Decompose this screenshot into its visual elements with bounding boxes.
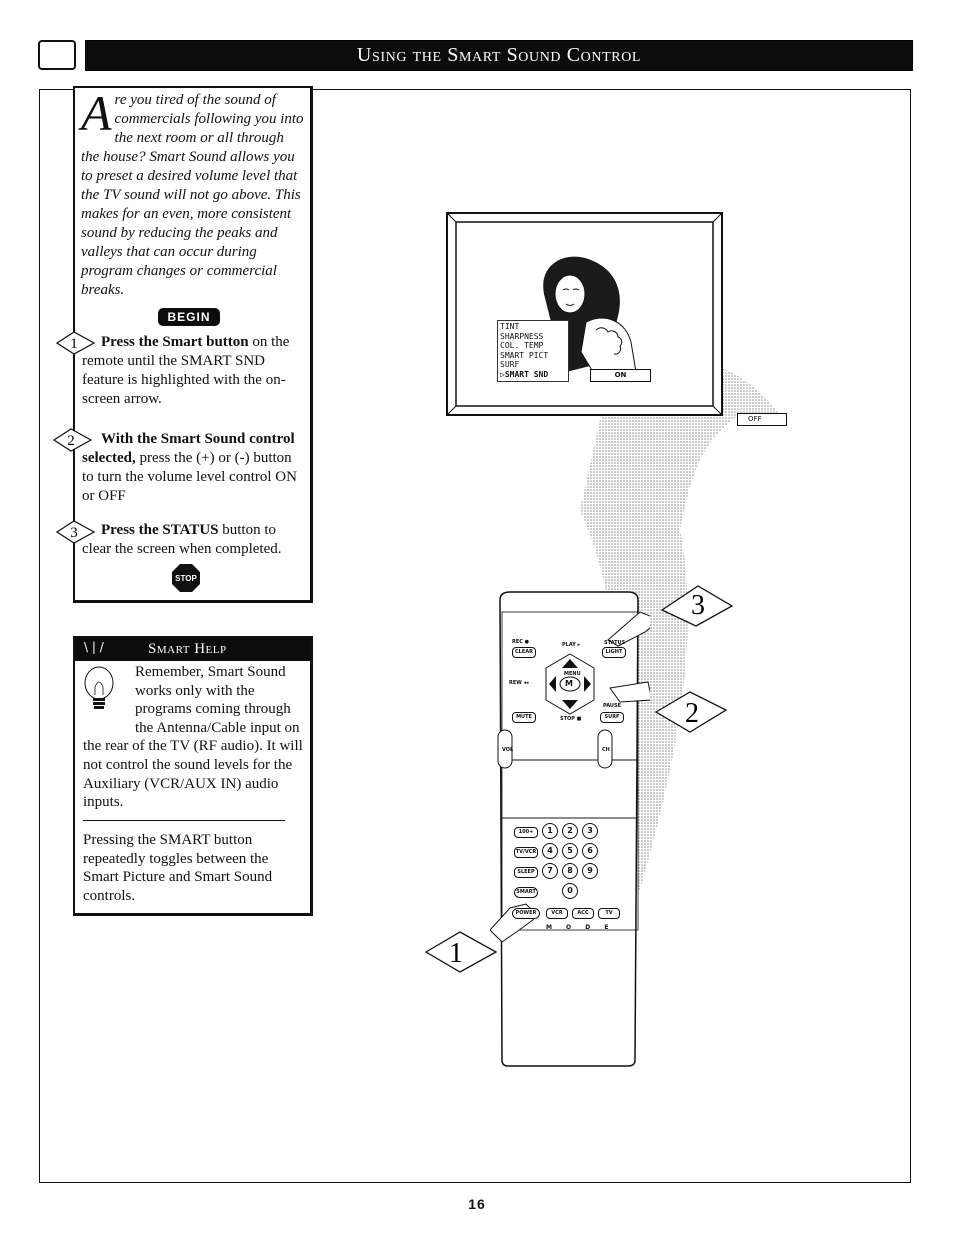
callout-3-arrow-icon: 3 <box>660 585 734 627</box>
light-bulb-icon <box>84 666 114 709</box>
vcr-mode-button[interactable]: VCR <box>546 908 568 919</box>
callout-1-number: 1 <box>449 938 463 969</box>
instructions-box <box>73 86 313 603</box>
menu-off-value: OFF <box>737 413 787 426</box>
rew-label: REW ◂◂ <box>509 680 529 686</box>
light-rays-icon: \ | / <box>84 640 104 654</box>
step-2-bold: With the Smart Sound control selected, <box>82 431 295 466</box>
step-2-number: 2 <box>67 433 75 449</box>
status-label: STATUS <box>604 640 626 646</box>
digit-7-button[interactable]: 7 <box>542 863 558 879</box>
mute-button[interactable]: MUTE <box>512 712 536 723</box>
divider <box>83 820 285 821</box>
remote-control-illustration: REC ● PLAY ▸ STATUS CLEAR LIGHT REW ◂◂ M… <box>490 590 650 1070</box>
begin-badge: BEGIN <box>158 308 220 326</box>
digit-1-button[interactable]: 1 <box>542 823 558 839</box>
power-button[interactable]: POWER <box>512 908 540 919</box>
digit-2-button[interactable]: 2 <box>562 823 578 839</box>
smart-help-title: Smart Help <box>148 641 227 657</box>
smart-help-box <box>73 636 313 916</box>
tv-mode-button[interactable]: TV <box>598 908 620 919</box>
stop-sign-icon: STOP <box>172 564 200 592</box>
light-button[interactable]: LIGHT <box>602 647 626 658</box>
step-1-body: on the remote until the SMART SND featur… <box>82 334 290 407</box>
step-3-bold: Press the STATUS <box>101 522 219 538</box>
menu-item-smart-snd: ▷SMART SND <box>500 369 549 379</box>
tv-vcr-button[interactable]: TV/VCR <box>514 847 538 858</box>
pointing-hand-icon <box>607 611 650 647</box>
menu-item-sharpness: SHARPNESS <box>500 331 544 341</box>
step-3-number: 3 <box>70 525 78 541</box>
stop-label: STOP <box>175 574 197 583</box>
step-2-text: With the Smart Sound control selected, p… <box>82 430 306 506</box>
step-3-body: button to clear the screen when complete… <box>82 522 282 557</box>
rec-label: REC ● <box>512 639 530 645</box>
callout-3-number: 3 <box>691 590 705 621</box>
page-frame <box>39 89 911 1183</box>
menu-item-tint: TINT <box>500 322 520 331</box>
tv-illustration <box>446 212 723 416</box>
drop-cap: A <box>81 85 112 141</box>
callout-2-arrow-icon: 2 <box>654 691 728 733</box>
page-number: 16 <box>468 1196 486 1212</box>
sleep-button[interactable]: SLEEP <box>514 867 538 878</box>
stop-label-remote: STOP ■ <box>560 716 582 722</box>
menu-item-smart-pict: SMART PICT <box>500 350 549 360</box>
smart-help-paragraph-2: Pressing the SMART button repeatedly tog… <box>83 832 273 904</box>
header-bar <box>86 41 912 70</box>
menu-item-surf: SURF <box>500 360 520 369</box>
surf-button[interactable]: SURF <box>600 712 624 723</box>
digit-5-button[interactable]: 5 <box>562 843 578 859</box>
step-1-number: 1 <box>70 336 78 352</box>
step-1-bold: Press the Smart button <box>101 334 249 350</box>
menu-item-col-temp: COL. TEMP <box>500 341 544 350</box>
step-2-body: press the (+) or (-) button to turn the … <box>82 450 297 504</box>
mode-label: M O D E <box>546 924 615 931</box>
clear-button[interactable]: CLEAR <box>512 647 536 658</box>
vol-label: VOL <box>502 747 514 753</box>
step-3-arrow-icon: 3 <box>56 520 96 544</box>
smart-help-text-1: Remember, Smart Sound works only with th… <box>83 664 303 811</box>
play-label: PLAY ▸ <box>562 642 581 648</box>
smart-help-paragraph-1: Remember, Smart Sound works only with th… <box>83 663 307 812</box>
menu-label: MENU <box>564 671 581 677</box>
tv-on-screen-menu: TINT SHARPNESS COL. TEMP SMART PICT SURF… <box>497 320 569 382</box>
menu-on-value: ON <box>590 369 651 382</box>
pause-label: PAUSE <box>603 703 621 709</box>
step-3-text: Press the STATUS button to clear the scr… <box>82 521 304 559</box>
step-2-arrow-icon: 2 <box>53 428 93 452</box>
acc-mode-button[interactable]: ACC <box>572 908 594 919</box>
hundred-plus-button[interactable]: 100+ <box>514 827 538 838</box>
callout-1-arrow-icon: 1 <box>424 931 498 973</box>
digit-0-button[interactable]: 0 <box>562 883 578 899</box>
intro-text: re you tired of the sound of commercials… <box>81 92 304 298</box>
page-title: Using the Smart Sound Control <box>356 44 642 66</box>
menu-m-button[interactable]: M <box>565 679 573 688</box>
digit-6-button[interactable]: 6 <box>582 843 598 859</box>
digit-3-button[interactable]: 3 <box>582 823 598 839</box>
digit-4-button[interactable]: 4 <box>542 843 558 859</box>
callout-2-number: 2 <box>685 698 699 729</box>
header-box-icon <box>38 40 76 70</box>
digit-8-button[interactable]: 8 <box>562 863 578 879</box>
step-1-text: Press the Smart button on the remote unt… <box>82 333 304 409</box>
ch-label: CH <box>602 747 610 753</box>
digit-9-button[interactable]: 9 <box>582 863 598 879</box>
smart-button[interactable]: SMART <box>514 887 538 898</box>
smart-help-bar <box>75 638 310 661</box>
step-1-arrow-icon: 1 <box>56 331 96 355</box>
